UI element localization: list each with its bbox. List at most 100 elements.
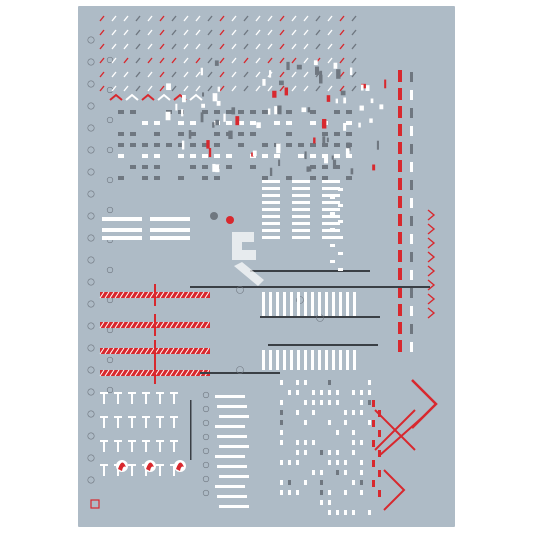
part-number-marker: [87, 322, 95, 330]
small-decal: [280, 440, 283, 445]
ladder-decal: [338, 236, 343, 239]
slash-decal: [303, 29, 309, 36]
hazard-stripe-hatch: [169, 347, 175, 355]
slash-decal: [123, 85, 129, 92]
hazard-stripe-hatch: [144, 347, 150, 355]
small-decal: [296, 460, 299, 465]
hazard-stripe-hatch: [109, 347, 115, 355]
marking-block: [214, 176, 220, 180]
vertical-bar-decal: [339, 350, 342, 370]
slash-decal: [159, 29, 165, 36]
misc-decal: [286, 61, 290, 71]
part-number-marker: [87, 476, 95, 484]
small-decal: [352, 390, 355, 395]
part-number-marker: [106, 356, 114, 364]
slash-decal: [135, 57, 141, 64]
misc-decal: [313, 137, 316, 144]
ladder-decal: [322, 187, 340, 190]
slash-decal: [171, 71, 177, 78]
strip-decal: [217, 435, 247, 438]
marking-block: [346, 110, 352, 114]
marking-block: [178, 143, 184, 147]
marking-block: [274, 121, 280, 125]
slash-decal: [183, 85, 189, 92]
misc-decal: [322, 118, 327, 129]
misc-decal: [343, 123, 347, 131]
slash-decal: [231, 15, 237, 22]
marking-block: [130, 165, 136, 169]
marking-block: [202, 143, 208, 147]
vertical-bar-decal: [269, 350, 272, 370]
small-decal: [336, 470, 339, 475]
hazard-stripe-hatch: [174, 321, 180, 329]
ladder-decal: [262, 194, 280, 197]
slash-decal: [171, 15, 177, 22]
marking-block: [118, 154, 124, 158]
marking-block: [322, 176, 328, 180]
misc-decal: [345, 148, 350, 157]
slash-decal: [327, 29, 333, 36]
slash-decal: [351, 43, 357, 50]
strip-decal: [219, 505, 249, 508]
ladder-decal: [322, 208, 340, 211]
misc-decal: [277, 105, 282, 115]
small-decal: [296, 440, 299, 445]
vertical-bar-decal: [276, 350, 279, 370]
slash-decal: [351, 15, 357, 22]
slash-decal: [147, 57, 153, 64]
marking-block: [202, 110, 208, 114]
slash-decal: [219, 43, 225, 50]
hazard-stripe-hatch: [174, 347, 180, 355]
red-stripe-decal: [398, 106, 402, 118]
chevron-decal: [427, 265, 436, 277]
misc-decal: [365, 85, 370, 91]
ladder-decal: [338, 252, 343, 255]
part-number-marker: [202, 419, 210, 427]
small-decal: [360, 390, 363, 395]
slash-decal: [135, 43, 141, 50]
slash-decal: [291, 71, 297, 78]
t-marker-decal: [117, 440, 119, 452]
ladder-decal: [322, 222, 340, 225]
slash-decal: [195, 57, 201, 64]
part-number-marker: [87, 344, 95, 352]
red-stripe-decal: [398, 268, 402, 280]
vertical-bar-decal: [297, 350, 300, 370]
hazard-stripe-hatch: [159, 347, 165, 355]
ladder-decal: [292, 187, 310, 190]
slash-decal: [135, 85, 141, 92]
hazard-stripe-hatch: [114, 321, 120, 329]
hazard-stripe-hatch: [184, 291, 190, 299]
misc-decal: [336, 69, 341, 79]
red-dot-decal: [226, 216, 234, 224]
vertical-bar-decal: [283, 292, 286, 316]
stripe-decal: [410, 288, 413, 298]
slash-decal: [123, 15, 129, 22]
marking-block: [286, 110, 292, 114]
marking-block: [118, 110, 124, 114]
red-stripe-decal: [398, 322, 402, 334]
misc-decal: [269, 70, 272, 78]
misc-decal: [313, 60, 318, 66]
misc-decal: [326, 137, 329, 143]
small-decal: [320, 490, 323, 495]
small-decal: [352, 450, 355, 455]
marking-block: [190, 165, 196, 169]
marking-block: [334, 154, 340, 158]
slash-decal: [99, 43, 105, 50]
small-decal: [336, 390, 339, 395]
slash-decal: [219, 85, 225, 92]
chevron-decal: [427, 223, 436, 235]
misc-decal: [212, 93, 218, 102]
slash-decal: [315, 15, 321, 22]
red-stripe-decal: [398, 340, 402, 352]
slash-decal: [219, 57, 225, 64]
hazard-stripe-hatch: [189, 291, 195, 299]
marking-block: [142, 121, 148, 125]
marking-block: [190, 132, 196, 136]
ladder-decal: [330, 244, 335, 247]
small-decal: [368, 390, 371, 395]
slash-decal: [231, 57, 237, 64]
small-decal: [328, 490, 331, 495]
